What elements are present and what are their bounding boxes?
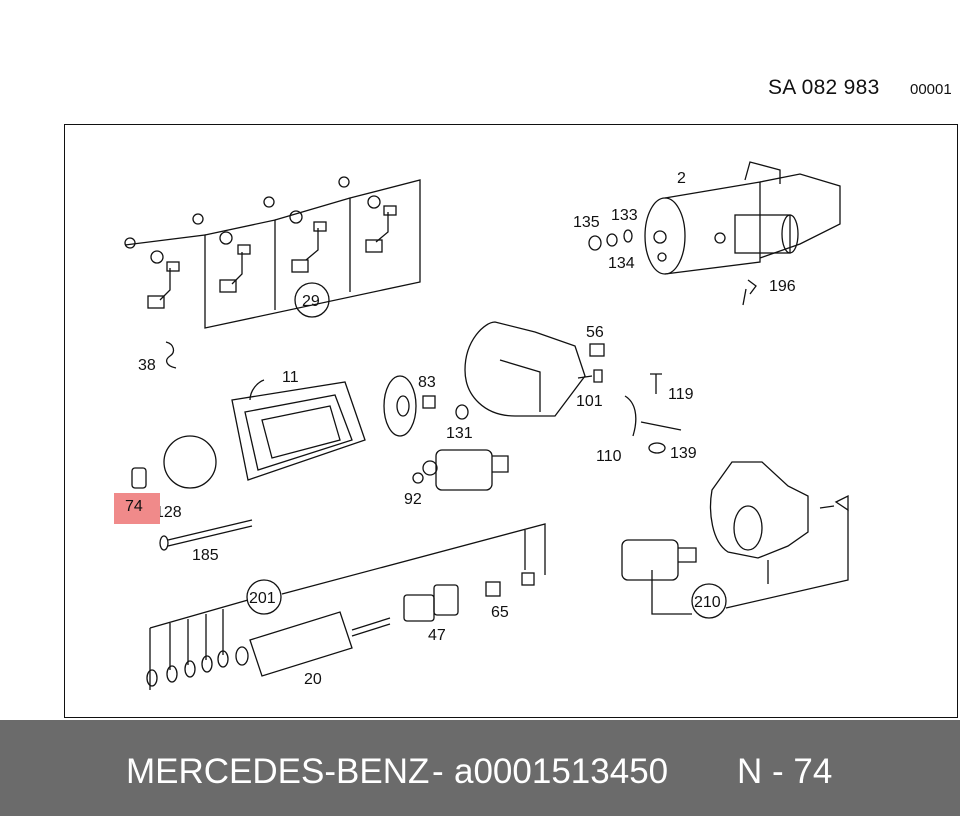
footer-separator: - <box>432 752 444 791</box>
brush-2 <box>192 213 251 293</box>
label-139: 139 <box>670 445 697 462</box>
label-2: 2 <box>677 170 686 187</box>
label-119: 119 <box>668 386 694 403</box>
label-185: 185 <box>192 547 219 564</box>
starter-assembly-210 <box>621 461 849 619</box>
solenoid-92 <box>412 449 509 491</box>
label-134: 134 <box>608 255 635 272</box>
label-101: 101 <box>576 393 603 410</box>
label-65: 65 <box>491 604 509 621</box>
callout-circle-29 <box>294 282 330 318</box>
group-201-bracket <box>149 523 546 690</box>
diagram-code: SA 082 983 <box>768 76 880 99</box>
screw-196 <box>742 279 757 306</box>
footer-brand: MERCEDES-BENZ <box>126 752 430 791</box>
label-201: 201 <box>249 590 276 607</box>
footer-part-number: a0001513450 <box>454 752 669 791</box>
label-83: 83 <box>418 374 436 391</box>
label-29: 29 <box>302 293 320 310</box>
diagram-frame <box>64 124 958 718</box>
label-110: 110 <box>596 448 622 465</box>
commutator-disc-83 <box>383 375 417 437</box>
starter-motor-2 <box>644 161 841 275</box>
screw-101 <box>577 369 603 383</box>
label-92: 92 <box>404 491 422 508</box>
bushing-small <box>521 572 535 586</box>
armature-20 <box>146 611 391 687</box>
label-56: 56 <box>586 324 604 341</box>
field-coil-11 <box>231 379 366 481</box>
screw-119 <box>650 373 662 394</box>
callout-circle-210 <box>691 583 727 619</box>
label-131: 131 <box>446 425 473 442</box>
through-bolt-185 <box>159 519 253 551</box>
label-135: 135 <box>573 214 600 231</box>
drive-end-housing <box>464 321 586 417</box>
label-11: 11 <box>282 369 299 386</box>
callout-circle-201 <box>246 579 282 615</box>
washer-131 <box>455 404 469 420</box>
label-38: 38 <box>138 357 156 374</box>
label-133: 133 <box>611 207 638 224</box>
bushing-83 <box>422 395 436 409</box>
label-128: 128 <box>155 504 182 521</box>
footer-reference: N - 74 <box>737 752 833 791</box>
washers-133-135 <box>588 229 633 251</box>
brush-3 <box>263 196 327 273</box>
starter-exploded-diagram: 2 135 133 134 196 29 38 56 101 119 11 83… <box>124 161 849 690</box>
brush-set-29 <box>124 176 421 329</box>
brush-1 <box>124 237 180 309</box>
brush-4 <box>338 176 397 253</box>
bushing-74 <box>131 467 147 489</box>
label-210: 210 <box>694 594 721 611</box>
spring-38 <box>165 341 177 369</box>
footer-bar: MERCEDES-BENZ - a0001513450 N - 74 <box>0 720 960 816</box>
highlighted-part-74[interactable]: 74 <box>114 493 160 524</box>
washer-139 <box>648 442 666 454</box>
o-ring-128 <box>163 435 217 489</box>
pinion-47 <box>403 584 459 622</box>
highlighted-part-label: 74 <box>125 498 143 515</box>
bushing-65 <box>485 581 501 597</box>
label-20: 20 <box>304 671 322 688</box>
label-196: 196 <box>769 278 796 295</box>
sheet-number: 00001 <box>910 81 952 98</box>
label-47: 47 <box>428 627 446 644</box>
bushing-56 <box>589 343 605 357</box>
fork-lever-110 <box>624 395 682 437</box>
